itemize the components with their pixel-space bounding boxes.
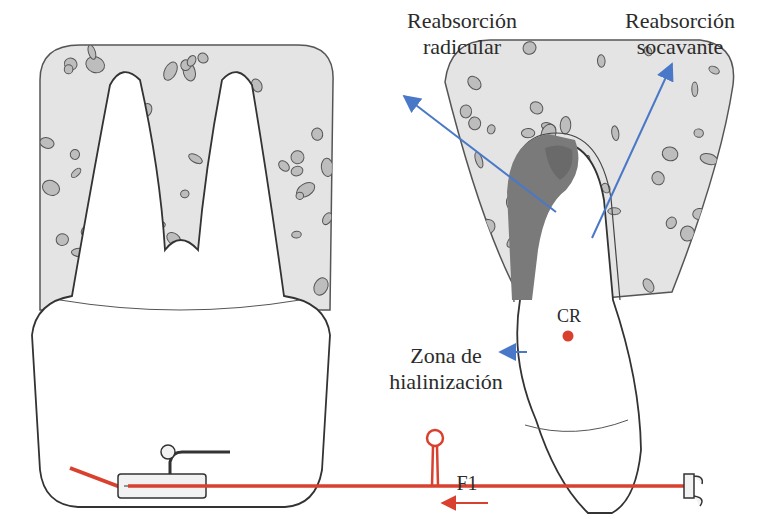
bone-trabecula: [693, 128, 704, 138]
bone-trabecula: [692, 82, 698, 97]
center-of-resistance: [563, 331, 574, 342]
bone-trabecula: [611, 125, 620, 141]
bone-trabecula: [311, 276, 331, 298]
bone-trabecula: [650, 170, 666, 187]
bone-trabecula: [597, 55, 605, 68]
bone-trabecula: [477, 216, 498, 237]
bone-trabecula: [86, 44, 97, 60]
bone-trabecula: [452, 165, 465, 177]
wire-loop: [432, 446, 438, 486]
bone-trabecula: [712, 235, 730, 255]
bone-trabecula: [321, 211, 335, 226]
bone-trabecula: [699, 152, 719, 167]
bone-trabecula: [70, 167, 83, 180]
bone-trabecula: [692, 208, 706, 220]
bone-trabecula: [55, 232, 70, 247]
force-arrow: [442, 502, 488, 504]
incisor-cervical-line: [525, 420, 628, 431]
bone-trabecula: [680, 226, 695, 242]
leader-line: [404, 96, 556, 212]
root-resorption: [545, 145, 573, 180]
bone-trabecula: [486, 124, 496, 135]
text-label: F1: [456, 470, 477, 496]
text-label: Reabsorción radicular: [387, 8, 537, 60]
text-label: CR: [557, 306, 581, 326]
molar-cervical-line: [60, 300, 300, 310]
bone-trabecula: [196, 51, 210, 65]
leader-line: [500, 351, 527, 353]
bone-trabecula: [277, 159, 292, 174]
bone-trabecula: [311, 127, 324, 141]
bone-trabecula: [40, 178, 62, 199]
tube-hook: [170, 452, 230, 474]
bone-trabecula: [468, 116, 481, 130]
bone-trabecula: [465, 74, 484, 93]
bone-trabecula: [70, 149, 80, 160]
bone-trabecula: [708, 65, 721, 76]
leader-line: [592, 64, 672, 238]
bone-trabecula: [641, 277, 656, 294]
wire-loop-ring: [427, 430, 443, 446]
undermining-resorption: [507, 134, 578, 300]
bone-trabecula: [560, 116, 571, 134]
bone-trabecula: [290, 165, 304, 178]
bone-trabecula: [320, 158, 334, 177]
bone-trabecula: [296, 192, 304, 200]
bone-trabecula: [460, 104, 472, 118]
text-label: Zona de hialinización: [371, 343, 521, 395]
bone-trabecula: [180, 189, 190, 198]
bone-trabecula: [291, 231, 301, 239]
bone-trabecula: [708, 240, 721, 253]
bone-trabecula: [185, 54, 197, 68]
bone-trabecula: [608, 208, 621, 215]
text-label: Reabsorción socavante: [605, 8, 755, 60]
bone-trabecula: [521, 39, 539, 57]
bone-trabecula: [528, 99, 546, 116]
bone-trabecula: [187, 152, 204, 166]
molar-tooth: [32, 72, 330, 507]
archwire: [128, 484, 690, 488]
bone-trabecula: [288, 148, 306, 166]
bone-trabecula: [39, 136, 56, 150]
bone-trabecula: [294, 179, 317, 200]
hook-ball: [161, 445, 175, 459]
bone-trabecula: [664, 215, 678, 230]
bone-trabecula: [521, 128, 535, 137]
bone-trabecula: [64, 64, 73, 74]
bone-trabecula: [661, 145, 680, 162]
bone-trabecula: [161, 60, 180, 83]
incisor-bracket: [684, 474, 702, 506]
